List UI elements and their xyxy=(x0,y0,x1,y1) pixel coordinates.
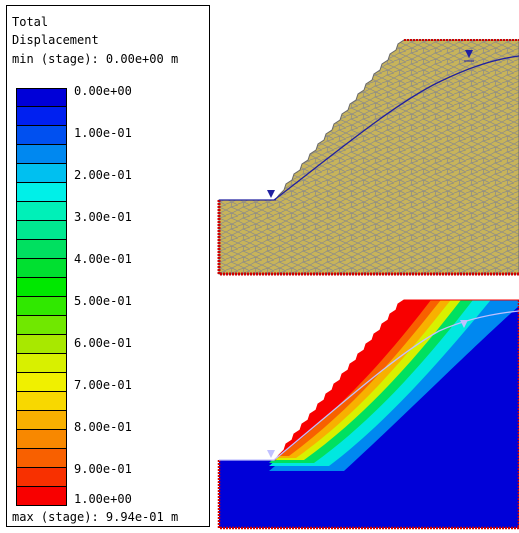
model-boundary xyxy=(217,300,519,530)
legend-swatch xyxy=(16,164,67,183)
legend-swatch xyxy=(16,145,67,164)
legend-swatch xyxy=(16,487,67,506)
legend-swatch xyxy=(16,354,67,373)
legend-swatch xyxy=(16,202,67,221)
water-marker-icon xyxy=(267,450,275,458)
displacement-contour-view xyxy=(217,299,519,530)
legend-swatch xyxy=(16,221,67,240)
water-table-line xyxy=(219,55,519,201)
water-marker-icon xyxy=(464,50,474,62)
legend-min-label: min (stage): 0.00e+00 m xyxy=(12,52,179,66)
legend-tick: 7.00e-01 xyxy=(74,378,132,392)
legend-color-scale xyxy=(16,88,67,506)
legend-swatch xyxy=(16,449,67,468)
legend-tick: 0.00e+00 xyxy=(74,84,132,98)
slope-outline xyxy=(219,299,519,461)
legend-tick: 5.00e-01 xyxy=(74,294,132,308)
legend-tick: 2.00e-01 xyxy=(74,168,132,182)
legend-tick: 3.00e-01 xyxy=(74,210,132,224)
slope-mesh-body xyxy=(218,39,519,275)
legend-max-label: max (stage): 9.94e-01 m xyxy=(12,510,179,524)
legend-title-line2: Displacement xyxy=(12,33,99,47)
legend-swatch xyxy=(16,240,67,259)
legend-swatch xyxy=(16,107,67,126)
legend-swatch xyxy=(16,297,67,316)
legend-tick: 1.00e-01 xyxy=(74,126,132,140)
legend-swatch xyxy=(16,430,67,449)
legend-swatch xyxy=(16,468,67,487)
displacement-legend: Total Displacement min (stage): 0.00e+00… xyxy=(6,5,210,527)
legend-swatch xyxy=(16,88,67,107)
legend-tick: 6.00e-01 xyxy=(74,336,132,350)
legend-tick: 8.00e-01 xyxy=(74,420,132,434)
legend-swatch xyxy=(16,259,67,278)
water-marker-icon xyxy=(266,190,276,201)
legend-swatch xyxy=(16,373,67,392)
slope-mesh-view xyxy=(217,39,519,276)
legend-tick: 9.00e-01 xyxy=(74,462,132,476)
water-marker-icon xyxy=(460,320,468,328)
legend-swatch xyxy=(16,183,67,202)
legend-tick: 4.00e-01 xyxy=(74,252,132,266)
legend-title-line1: Total xyxy=(12,15,49,29)
legend-swatch xyxy=(16,278,67,297)
model-boundary xyxy=(217,200,519,276)
legend-swatch xyxy=(16,335,67,354)
legend-swatch xyxy=(16,126,67,145)
legend-swatch xyxy=(16,392,67,411)
water-table-line xyxy=(219,310,519,461)
contour-bands xyxy=(219,300,519,528)
legend-tick: 1.00e+00 xyxy=(74,492,132,506)
legend-swatch xyxy=(16,316,67,335)
legend-swatch xyxy=(16,411,67,430)
